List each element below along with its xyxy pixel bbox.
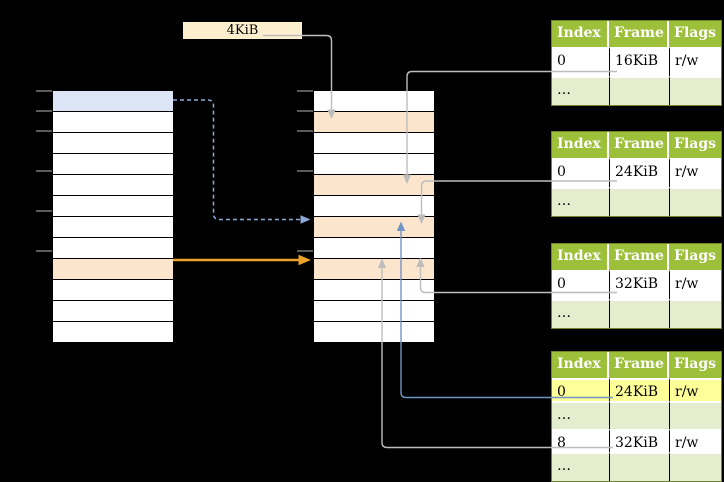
column-header: Flags [669,132,721,158]
virtual-address-row-3 [53,132,173,153]
column-header: Frame [609,132,669,158]
table-cell [669,187,721,216]
table-cell: 0 [552,158,609,187]
table-cell [669,401,721,429]
level1-entry-row-11 [314,300,434,321]
virtual-address-row-4 [53,153,173,174]
dashed-arrow-left-row1-to-middle-row7 [173,99,311,224]
virtual-address-row-6 [53,195,173,216]
table-cell: r/w [669,429,721,452]
orange-arrow-left-row9-to-middle-row9 [173,254,311,266]
table-cell: 24KiB [609,378,669,401]
virtual-address-row-8 [53,237,173,258]
table-cell: r/w [669,270,721,299]
level1-entry-row-1 [314,91,434,111]
column-header: Frame [609,244,669,270]
table-cell [609,76,669,105]
virtual-address-row-2 [53,111,173,132]
column-header: Flags [669,21,721,47]
column-header: Frame [609,21,669,47]
level1-entry-row-4 [314,153,434,174]
table-cell: … [552,401,609,429]
virtual-address-row-5 [53,174,173,195]
column-header: Index [552,132,609,158]
level1-entry-row-5 [314,174,434,195]
table-cell [609,401,669,429]
table-cell [609,452,669,481]
table-cell: … [552,76,609,105]
table-cell [669,452,721,481]
level1-entry-row-7 [314,216,434,237]
virtual-address-row-9 [53,258,173,279]
virtual-address-row-11 [53,300,173,321]
table-cell: 32KiB [609,270,669,299]
virtual-address-row-12 [53,321,173,342]
column-header: Flags [669,244,721,270]
middle-column-ticks [297,90,313,252]
level1-entry-row-10 [314,279,434,300]
table-cell [609,299,669,328]
level1-entry-row-8 [314,237,434,258]
left-column-ticks [36,90,52,252]
level1-page-table-column [313,90,435,343]
table-cell: r/w [669,47,721,76]
column-header: Index [552,352,609,378]
level1-entry-row-6 [314,195,434,216]
table-cell: … [552,299,609,328]
table-cell: 16KiB [609,47,669,76]
page-size-text: 4KiB [226,23,259,38]
table-cell: 0 [552,47,609,76]
table-cell: 24KiB [609,158,669,187]
level1-entry-row-2 [314,111,434,132]
table-cell: 8 [552,429,609,452]
table-cell: r/w [669,378,721,401]
virtual-address-row-10 [53,279,173,300]
column-header: Index [552,21,609,47]
table-cell: 0 [552,378,609,401]
level1-entry-row-9 [314,258,434,279]
table-cell: r/w [669,158,721,187]
table-cell: … [552,187,609,216]
table-cell: … [552,452,609,481]
column-header: Index [552,244,609,270]
table-cell: 32KiB [609,429,669,452]
virtual-address-row-1 [53,91,173,111]
table-cell: 0 [552,270,609,299]
table-cell [669,76,721,105]
column-header: Flags [669,352,721,378]
table-cell [669,299,721,328]
level1-entry-row-12 [314,321,434,342]
virtual-address-column [52,90,174,343]
level1-entry-row-3 [314,132,434,153]
page-size-label: 4KiB [183,22,302,39]
virtual-address-row-7 [53,216,173,237]
table-cell [609,187,669,216]
column-header: Frame [609,352,669,378]
